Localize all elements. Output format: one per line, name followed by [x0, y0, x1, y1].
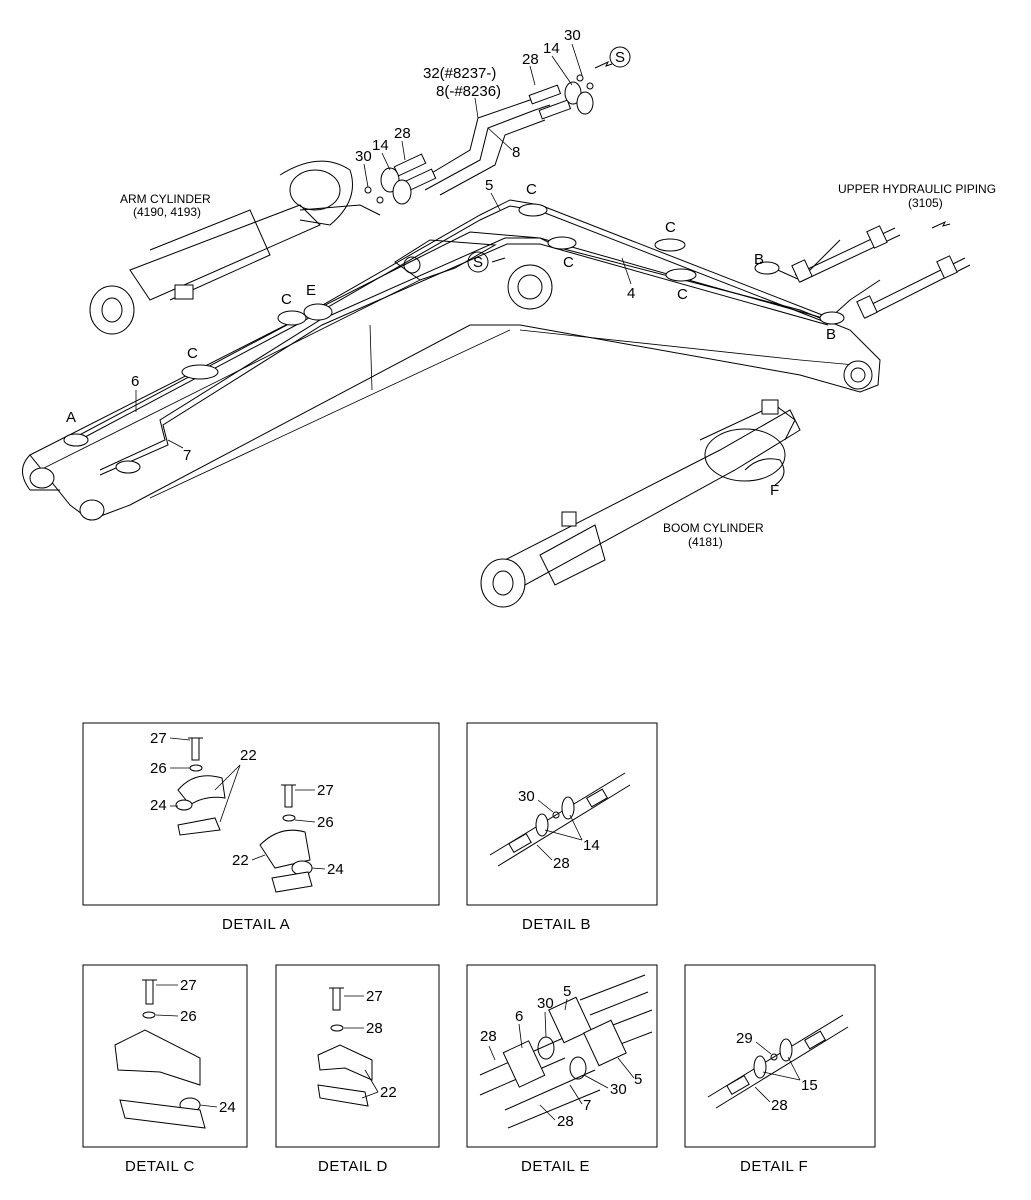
pipe-clamps [63, 203, 845, 474]
serial-label-32: 32(#8237-) [423, 65, 496, 82]
detail-b-label-14: 14 [583, 837, 600, 854]
detail-d-label-22: 22 [380, 1084, 397, 1101]
callout-7: 7 [183, 447, 191, 464]
detail-d-label-27: 27 [366, 988, 383, 1005]
callout-c-2: C [665, 219, 676, 236]
detail-a-label-24a: 24 [150, 797, 167, 814]
callout-30-mid: 30 [355, 148, 372, 165]
callout-c-3: C [563, 254, 574, 271]
detail-c-caption: DETAIL C [125, 1158, 195, 1175]
arm-cylinder [89, 160, 381, 335]
detail-e-label-5a: 5 [563, 983, 571, 1000]
callout-c-5: C [281, 291, 292, 308]
detail-e-label-6: 6 [515, 1008, 523, 1025]
detail-f-label-28: 28 [771, 1097, 788, 1114]
detail-a-label-26a: 26 [150, 760, 167, 777]
detail-b-caption: DETAIL B [522, 916, 591, 933]
detail-a-label-27a: 27 [150, 730, 167, 747]
svg-text:S: S [615, 49, 625, 66]
callout-4: 4 [627, 285, 635, 302]
section-marker-s-mid: S [467, 251, 506, 273]
callout-e: E [306, 282, 316, 299]
detail-a-label-24b: 24 [327, 861, 344, 878]
detail-a-label-22a: 22 [240, 747, 257, 764]
detail-a-label-22b: 22 [232, 852, 249, 869]
upper-piping-ref: (3105) [908, 196, 943, 210]
boom-cylinder-title: BOOM CYLINDER [663, 521, 764, 535]
callout-28-mid: 28 [394, 125, 411, 142]
detail-e-label-30b: 30 [610, 1081, 627, 1098]
detail-a-label-27b: 27 [317, 782, 334, 799]
detail-d-caption: DETAIL D [318, 1158, 388, 1175]
upper-piping-title: UPPER HYDRAULIC PIPING [838, 182, 996, 196]
callout-6: 6 [131, 373, 139, 390]
callout-c-4: C [677, 286, 688, 303]
detail-a-caption: DETAIL A [222, 916, 290, 933]
upper-piping-fittings [791, 220, 971, 319]
detail-f: 29 15 28 DETAIL F [684, 964, 876, 1175]
callout-a: A [66, 409, 76, 426]
detail-d-label-28: 28 [366, 1020, 383, 1037]
detail-f-label-15: 15 [801, 1077, 818, 1094]
callout-b-1: B [754, 251, 764, 268]
section-marker-s-top: S [609, 46, 631, 68]
detail-e-label-5b: 5 [634, 1071, 642, 1088]
detail-f-label-29: 29 [736, 1030, 753, 1047]
detail-e-label-7: 7 [583, 1097, 591, 1114]
boom-cylinder-ref: (4181) [688, 535, 723, 549]
detail-e-label-28b: 28 [557, 1113, 574, 1130]
callout-14-top: 14 [543, 40, 560, 57]
detail-b-label-30: 30 [518, 788, 535, 805]
detail-b-label-28: 28 [553, 855, 570, 872]
callout-b-2: B [826, 326, 836, 343]
callout-f: F [770, 482, 779, 499]
arm-cylinder-title: ARM CYLINDER [120, 192, 211, 206]
callout-c-1: C [526, 181, 537, 198]
detail-e-label-28a: 28 [480, 1028, 497, 1045]
detail-e: 5 30 6 28 30 5 7 28 DETAIL E [466, 964, 658, 1175]
hydraulic-pipes [69, 199, 881, 476]
callout-8: 8 [512, 144, 520, 161]
callout-c-6: C [187, 345, 198, 362]
detail-c: 27 26 24 DETAIL C [82, 964, 248, 1175]
detail-c-label-27: 27 [180, 977, 197, 994]
detail-a: 27 26 22 24 27 26 22 24 DETAIL A [82, 722, 440, 933]
serial-label-8: 8(-#8236) [436, 83, 501, 100]
detail-e-label-30a: 30 [537, 995, 554, 1012]
boom-body [22, 231, 881, 521]
detail-f-caption: DETAIL F [740, 1158, 808, 1175]
boom-cylinder [480, 399, 801, 608]
detail-e-caption: DETAIL E [521, 1158, 590, 1175]
detail-d: 27 28 22 DETAIL D [275, 964, 440, 1175]
detail-c-label-24: 24 [219, 1099, 236, 1116]
callout-14-mid: 14 [372, 137, 389, 154]
detail-c-label-26: 26 [180, 1008, 197, 1025]
detail-a-label-26b: 26 [317, 814, 334, 831]
callout-28-top: 28 [522, 51, 539, 68]
detail-b: 30 14 28 DETAIL B [466, 722, 658, 933]
arm-cylinder-ref: (4190, 4193) [133, 205, 201, 219]
callout-30-top: 30 [564, 27, 581, 44]
svg-text:S: S [473, 254, 483, 271]
callout-5: 5 [485, 177, 493, 194]
